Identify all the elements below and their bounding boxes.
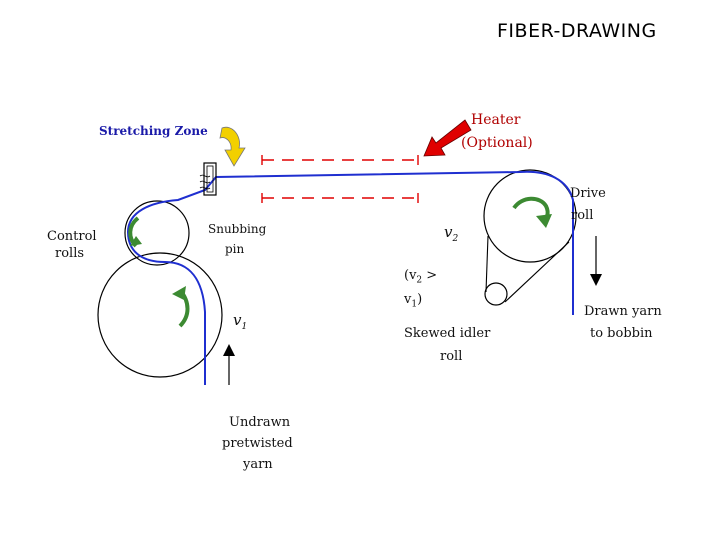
skewed-idler-roll bbox=[484, 282, 508, 306]
stretching-zone-arrow bbox=[219, 126, 246, 167]
heater-label-line2: (Optional) bbox=[461, 135, 533, 151]
lower-control-roll bbox=[97, 252, 223, 378]
heater-label-line1: Heater bbox=[471, 112, 521, 128]
skewed-idler-label-line2: roll bbox=[440, 349, 463, 364]
control-rolls-label-line2: rolls bbox=[55, 246, 85, 261]
v2-label: v2 bbox=[444, 223, 459, 244]
drawn-yarn-label-line1: Drawn yarn bbox=[584, 304, 662, 319]
yarn-path bbox=[126, 170, 574, 385]
drive-roll-rotation-arrow bbox=[512, 196, 552, 228]
undrawn-yarn-label-line3: yarn bbox=[243, 457, 273, 472]
stretching-zone-label: Stretching Zone bbox=[99, 124, 208, 138]
control-rolls-label-line1: Control bbox=[47, 229, 97, 244]
lower-control-roll-rotation-arrow bbox=[172, 286, 190, 328]
speed-condition-line2: v1) bbox=[404, 292, 423, 310]
upper-control-roll-rotation-arrow bbox=[128, 216, 142, 248]
idler-belt-left bbox=[485, 235, 489, 293]
snubbing-pin-label-line2: pin bbox=[225, 242, 245, 256]
snubbing-pin bbox=[199, 162, 217, 196]
drive-roll-label-line2: roll bbox=[571, 208, 594, 223]
v1-label: v1 bbox=[233, 311, 248, 332]
slide-title: FIBER-DRAWING bbox=[497, 20, 657, 42]
drive-roll-label-line1: Drive bbox=[570, 186, 606, 201]
undrawn-yarn-label-line1: Undrawn bbox=[229, 415, 291, 430]
snubbing-pin-label-line1: Snubbing bbox=[208, 222, 267, 236]
heater-arrow bbox=[423, 119, 472, 157]
skewed-idler-label-line1: Skewed idler bbox=[404, 326, 491, 341]
speed-condition-line1: (v2 > bbox=[404, 268, 438, 286]
upper-control-roll bbox=[124, 200, 190, 266]
drawn-yarn-label-line2: to bobbin bbox=[590, 326, 653, 341]
heater-dashes bbox=[261, 155, 419, 203]
undrawn-yarn-label-line2: pretwisted bbox=[222, 436, 293, 451]
drive-roll bbox=[483, 169, 577, 263]
idler-belt-right bbox=[504, 241, 570, 303]
